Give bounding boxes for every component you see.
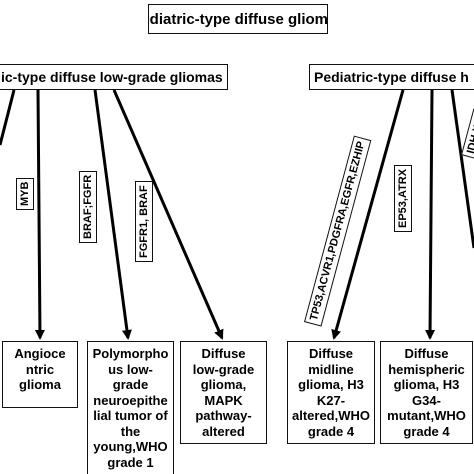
arrow-to-angiocentric <box>34 89 45 340</box>
arrow-to-hemispheric <box>425 89 436 340</box>
header-high-grade-gliomas: Pediatric-type diffuse h <box>309 64 474 90</box>
leaf-diffuse-hemispheric-glioma: Diffuse hemispheric glioma, H3 G34- muta… <box>380 341 473 444</box>
arrow-offscreen-right <box>450 89 474 249</box>
marker-fgfr1-braf: FGFR1, BRAF <box>135 181 153 262</box>
arrow-to-midline <box>331 89 405 340</box>
diagram-title: Pediatric-type diffuse gliomas <box>148 4 328 34</box>
header-low-grade-gliomas: ic-type diffuse low-grade gliomas <box>0 64 228 90</box>
marker-ep53-atrx: EP53,ATRX <box>394 164 412 232</box>
marker-myb: MYB <box>16 177 34 210</box>
leaf-polymorphous-low-grade-neuroepithelial-tumor: Polymorpho us low- grade neuroepithe lia… <box>87 341 174 474</box>
leaf-diffuse-midline-glioma: Diffuse midline glioma, H3 K27- altered,… <box>287 341 375 444</box>
leaf-angiocentric-glioma: Angioce ntric glioma <box>2 341 78 408</box>
arrow-to-mapk <box>112 89 224 340</box>
marker-braf-fgfr: BRAF;FGFR <box>79 170 97 243</box>
arrow-to-polymorphous <box>93 89 132 340</box>
leaf-diffuse-low-grade-glioma-mapk: Diffuse low-grade glioma, MAPK pathway- … <box>180 341 267 444</box>
arrow-offscreen-left <box>0 89 16 146</box>
